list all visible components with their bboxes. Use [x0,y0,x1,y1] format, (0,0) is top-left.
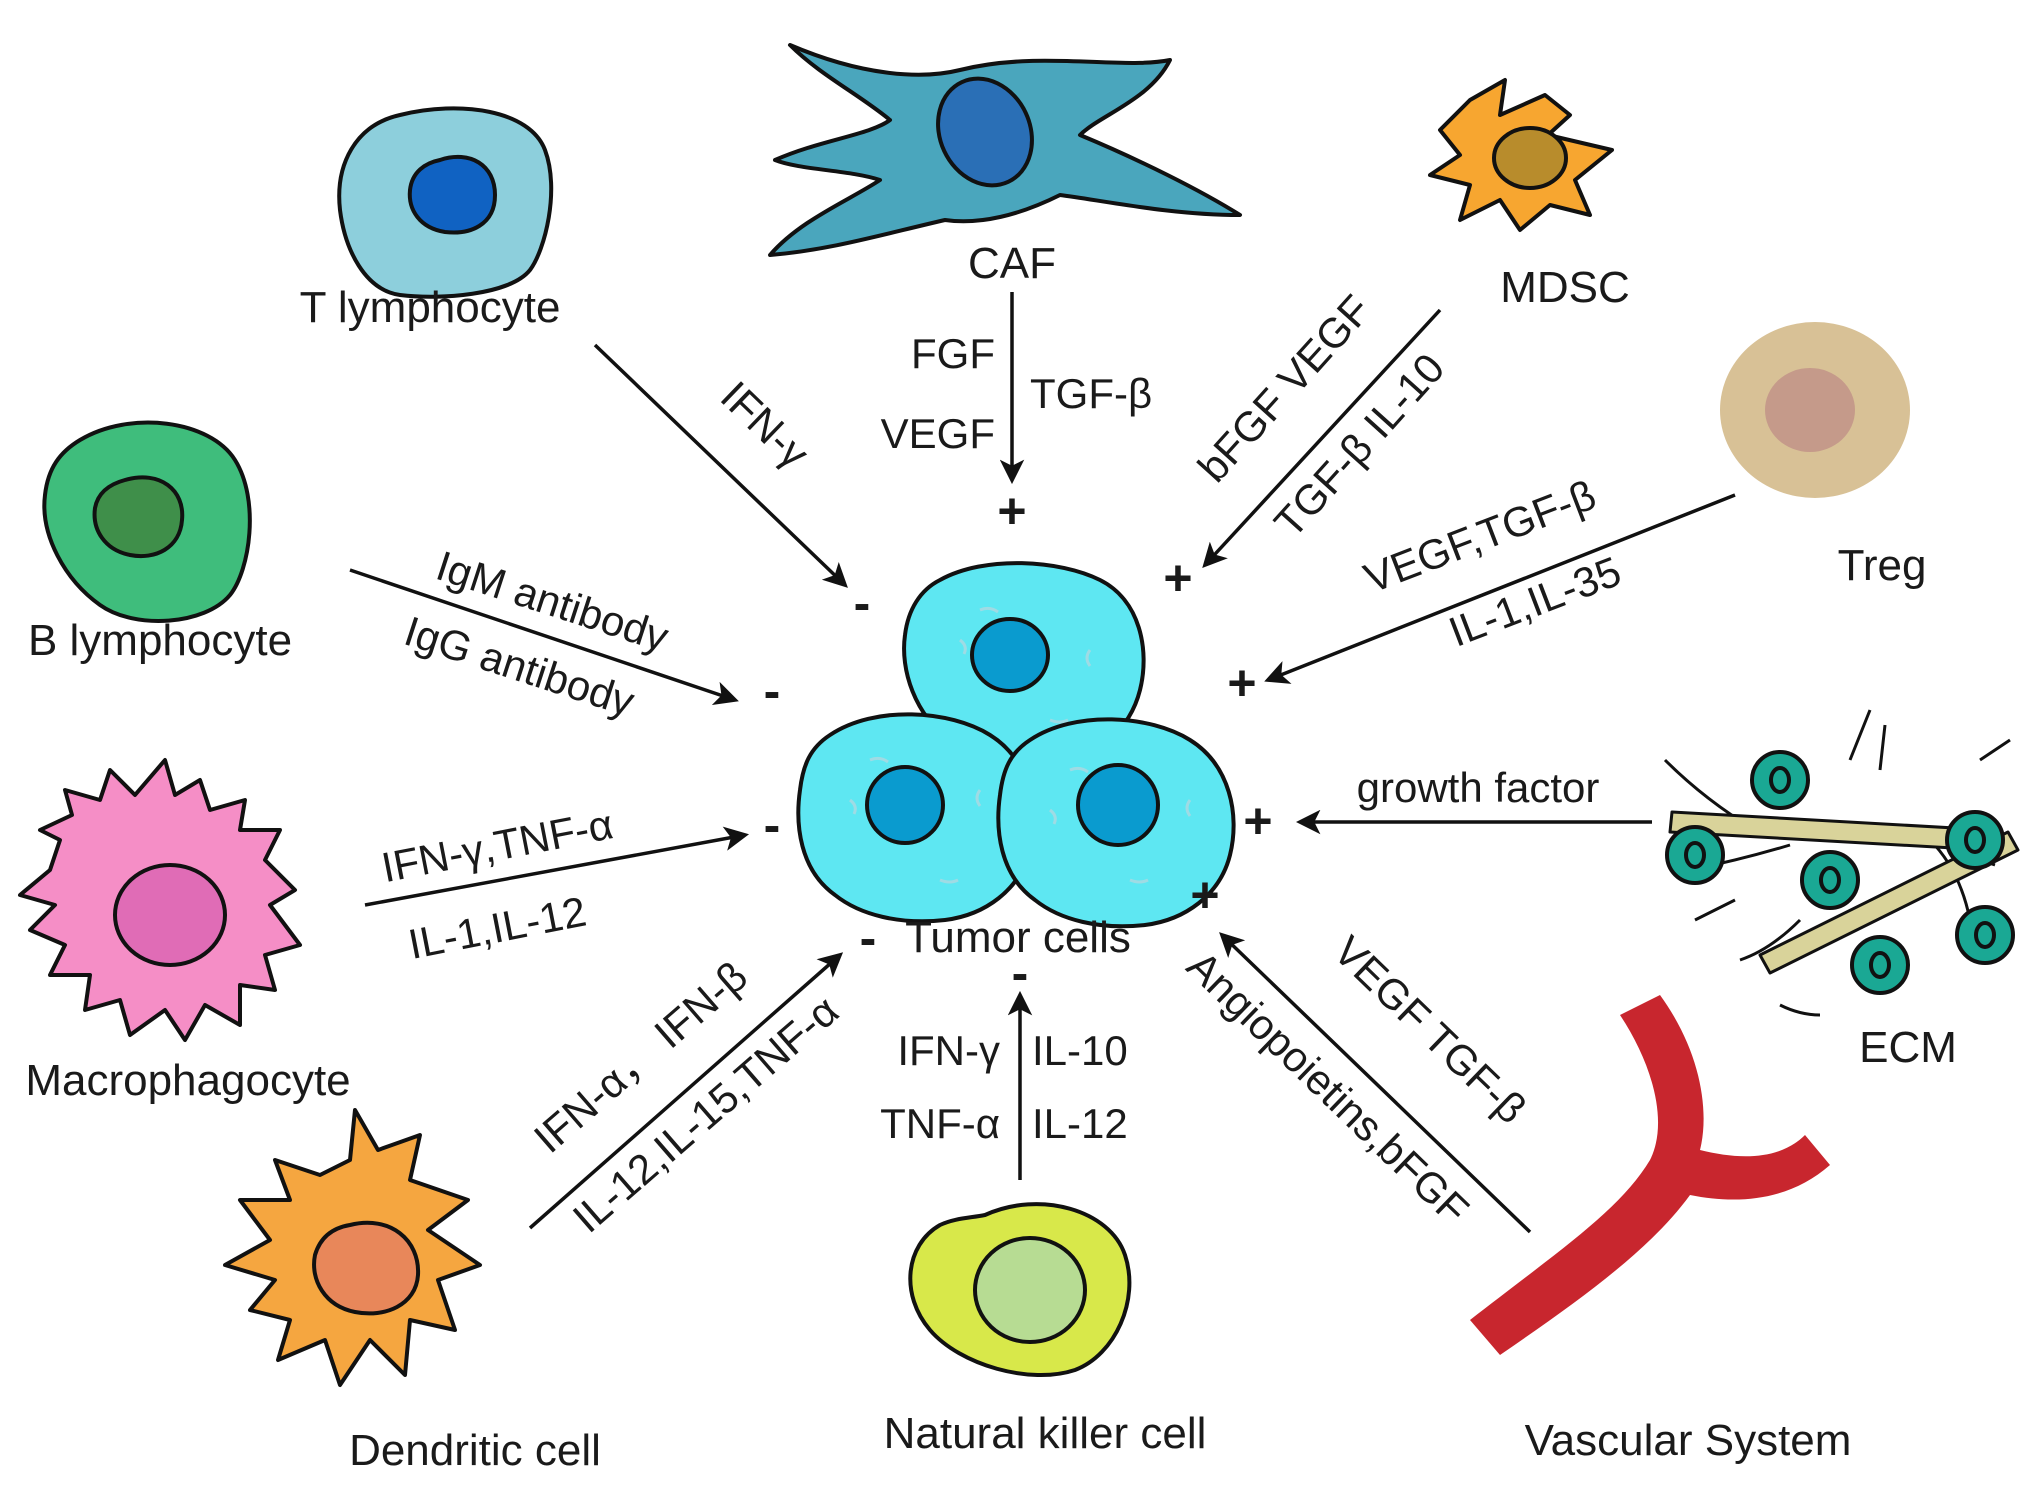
nk-factor-ifn: IFN-γ [897,1027,1000,1074]
natural-killer-cell-label: Natural killer cell [884,1409,1207,1458]
treg-sign: + [1227,655,1256,711]
ecm-cluster: ECM [1663,709,2020,1072]
nk-factor-il10: IL-10 [1032,1027,1128,1074]
tumor-cells-cluster: Tumor cells [796,561,1236,962]
b-lymphocyte-sign: - [764,663,781,719]
caf-label: CAF [968,239,1056,288]
t-lymphocyte-sign: - [854,575,871,631]
t-lymphocyte-cell: T lymphocyte [300,106,561,332]
macrophagocyte-label: Macrophagocyte [25,1056,350,1105]
t-lymphocyte-label: T lymphocyte [300,283,561,332]
caf-factor-tgf: TGF-β [1030,370,1152,417]
macrophagocyte-factor-1: IFN-γ,TNF-α [378,800,617,891]
dendritic-cell-sign: - [860,910,877,966]
treg-arrow [1264,493,1736,684]
b-lymphocyte-label: B lymphocyte [28,616,292,665]
caf-cell: CAF [768,43,1242,288]
caf-factor-vegf: VEGF [881,410,995,457]
nk-factor-tnf: TNF-α [880,1100,1000,1147]
dendritic-cell-label: Dendritic cell [349,1426,601,1475]
dendritic-cell-arrow [528,952,844,1230]
mdsc-sign: + [1163,550,1192,606]
vascular-system: Vascular System [1470,995,1851,1465]
caf-factor-fgf: FGF [911,330,995,377]
natural-killer-cell-sign: - [1012,945,1029,1001]
b-lymphocyte-cell: B lymphocyte [28,420,292,665]
macrophagocyte-sign: - [764,797,781,853]
mdsc-label: MDSC [1500,263,1630,312]
ecm-sign: + [1243,793,1272,849]
treg-cell: Treg [1720,322,1926,590]
nk-factor-il12: IL-12 [1032,1100,1128,1147]
macrophagocyte-factor-2: IL-1,IL-12 [405,888,590,968]
ecm-cells [1665,750,2015,995]
ecm-factor: growth factor [1357,764,1600,811]
vascular-factor-2: Angiopoietins,bFGF [1178,942,1478,1234]
vascular-system-arrow [1219,932,1532,1234]
mdsc-cell: MDSC [1428,78,1630,312]
macrophagocyte-cell: Macrophagocyte [18,758,351,1105]
vascular-system-label: Vascular System [1525,1416,1852,1465]
vascular-system-sign: + [1190,867,1219,923]
dendritic-cell: Dendritic cell [223,1108,601,1475]
macrophagocyte-arrow [364,826,750,907]
natural-killer-cell: Natural killer cell [884,1202,1207,1458]
tumor-cell-right [996,717,1236,929]
t-lymphocyte-factor: IFN-γ [712,372,818,477]
treg-label: Treg [1838,541,1927,590]
tumor-cells-label: Tumor cells [905,913,1131,962]
caf-sign: + [997,483,1026,539]
t-lymphocyte-arrow [593,343,848,588]
ecm-label: ECM [1859,1023,1957,1072]
b-lymphocyte-arrow [349,568,739,706]
tumor-cell-left [796,712,1036,924]
mdsc-arrow [1202,308,1442,569]
